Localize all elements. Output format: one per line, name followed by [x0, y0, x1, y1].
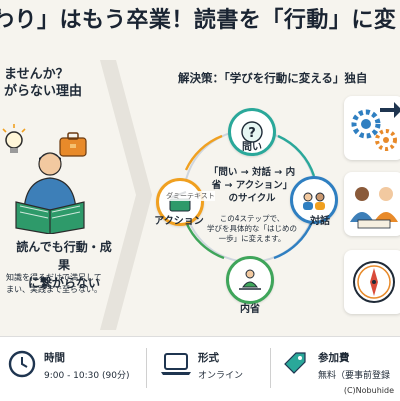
card-compass	[344, 250, 400, 314]
meditation-icon	[239, 269, 261, 290]
clock-icon	[8, 350, 36, 378]
cycle-description-line1: この4ステップで、	[219, 214, 285, 223]
fee-value: 無料（要事前登録	[318, 371, 391, 381]
problem-description-line2: まい、実践まで至らない。	[6, 285, 102, 294]
time-value: 9:00 - 10:30 (90分)	[44, 371, 130, 381]
dummy-text-tag: ダミーテキスト	[166, 191, 215, 201]
price-tag-icon	[284, 352, 306, 374]
reader-illustration	[15, 152, 85, 234]
problem-heading-line1: 読んでも行動・成果	[16, 240, 112, 272]
discussion-illustration-icon	[350, 187, 398, 229]
format-label: 形式	[198, 352, 219, 364]
laptop-icon	[161, 353, 191, 375]
page-title: わり」はもう卒業！読書を「行動」に変	[0, 8, 397, 33]
fee-label: 参加費	[318, 352, 350, 364]
problem-description: 知識を得るだけで満足して まい、実践まで至らない。	[6, 272, 110, 296]
problem-question-line1: ませんか？	[4, 67, 69, 82]
copyright-credit: (C)Nobuhide	[343, 386, 394, 395]
divider	[270, 348, 271, 388]
briefcase-icon	[59, 132, 87, 157]
format-value: オンライン	[198, 371, 244, 381]
info-bar	[0, 336, 400, 401]
lightbulb-icon	[2, 124, 26, 153]
cycle-node-reflection	[226, 256, 274, 304]
gears-icon	[351, 102, 400, 151]
problem-question: ませんか？ がらない理由	[4, 66, 82, 100]
cycle-node-dialogue	[290, 176, 338, 224]
time-label: 時間	[44, 352, 65, 364]
solution-header: 解決策：「学びを行動に変える」独自	[178, 71, 368, 85]
cycle-description: この4ステップで、 学びを具体的な「はじめの 一歩」に変えます。	[200, 214, 304, 244]
card-dialogue	[344, 172, 400, 236]
cycle-description-line2: 学びを具体的な「はじめの	[207, 224, 297, 233]
problem-heading-line2: に繋がらない	[27, 276, 100, 290]
cycle-label-dialogue: 対話	[310, 216, 330, 227]
card-gears	[344, 96, 400, 160]
problem-heading: 読んでも行動・成果 に繋がらない	[14, 238, 114, 292]
problem-question-line2: がらない理由	[4, 84, 83, 99]
divider	[146, 348, 147, 388]
cycle-description-line3: 一歩」に変えます。	[218, 234, 286, 243]
cycle-label-action: アクション	[154, 216, 204, 227]
cycle-node-action	[156, 178, 204, 226]
cycle-node-question: ?	[228, 108, 276, 156]
cycle-title: 「問い → 対話 → 内 省 → アクション」 のサイクル	[198, 166, 306, 205]
cycle-label-question: 問い	[242, 142, 262, 153]
chevron-arrow-icon	[100, 60, 152, 330]
svg-text:?: ?	[248, 126, 256, 141]
cycle-label-reflection: 内省	[240, 304, 260, 315]
compass-icon	[353, 261, 395, 303]
question-icon: ?	[241, 121, 263, 143]
cycle-title-line1: 「問い → 対話 → 内	[208, 167, 296, 178]
cycle-title-line2: 省 → アクション」	[211, 180, 293, 191]
cycle-title-line3: のサイクル	[228, 193, 276, 204]
problem-description-line1: 知識を得るだけで満足して	[6, 273, 102, 282]
dialogue-icon	[303, 192, 325, 210]
